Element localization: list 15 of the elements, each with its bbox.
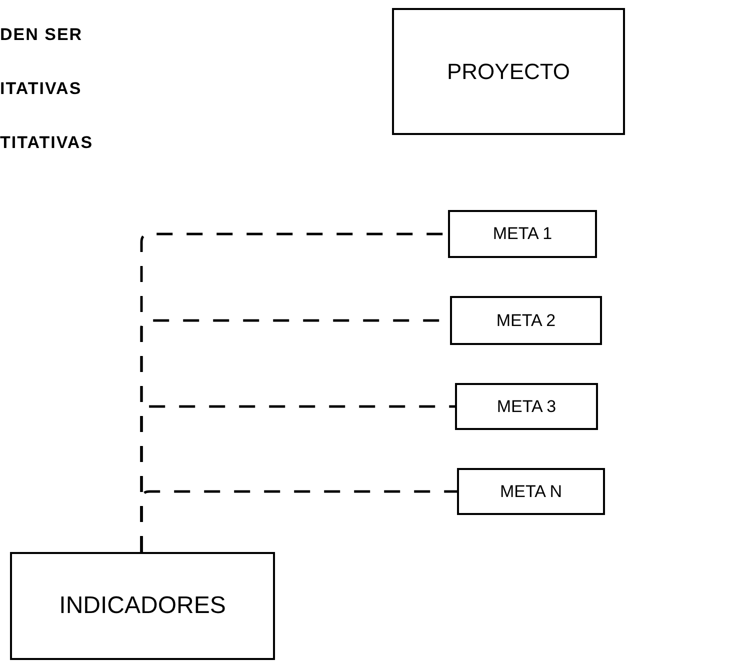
box-label: META 3	[496, 396, 556, 418]
box	[10, 552, 275, 660]
box-label: INDICADORES	[59, 591, 226, 621]
box	[448, 210, 597, 258]
box-label: META 2	[496, 310, 556, 332]
box	[392, 8, 625, 135]
box	[455, 383, 598, 430]
box	[450, 296, 602, 345]
box-label: META N	[500, 480, 562, 503]
text-fragment: DEN SER	[0, 24, 83, 46]
box-label: META 1	[492, 223, 552, 246]
box-label: PROYECTO	[446, 58, 570, 86]
text-fragment: ITATIVAS	[0, 78, 82, 100]
text-fragment: TITATIVAS	[0, 132, 94, 154]
box	[457, 468, 605, 515]
